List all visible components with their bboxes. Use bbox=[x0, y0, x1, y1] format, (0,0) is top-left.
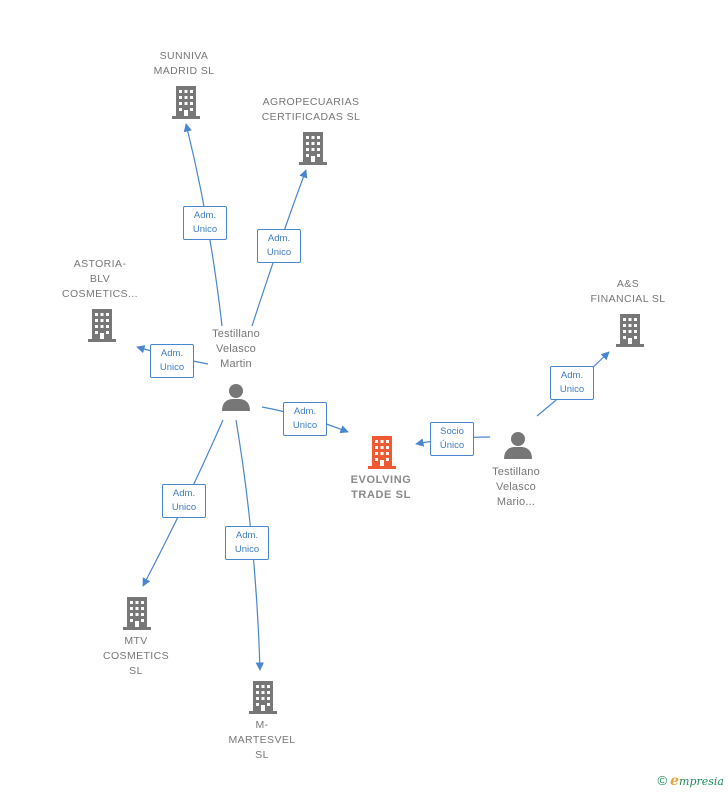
focus-building-icon[interactable] bbox=[366, 434, 398, 470]
edge-label-line: Único bbox=[439, 440, 465, 451]
label-line: Velasco bbox=[496, 481, 536, 493]
label-line: EVOLVING bbox=[350, 474, 412, 486]
edge-label-line: Adm. bbox=[160, 348, 184, 359]
label-line: SL bbox=[129, 665, 143, 677]
edge-label-line: Unico bbox=[159, 362, 185, 373]
edge-label-line: Unico bbox=[559, 384, 585, 395]
building-icon[interactable] bbox=[297, 130, 329, 166]
node-label-sunniva[interactable]: SUNNIVA MADRID SL bbox=[134, 49, 234, 79]
label-line: COSMETICS bbox=[102, 650, 170, 662]
edge-label-line: Adm. bbox=[293, 406, 317, 417]
label-line: TRADE SL bbox=[351, 489, 411, 501]
node-label-evolving[interactable]: EVOLVING TRADE SL bbox=[331, 473, 431, 503]
label-line: Testillano bbox=[212, 328, 260, 340]
label-line: SUNNIVA bbox=[159, 50, 209, 62]
label-line: Testillano bbox=[492, 466, 540, 478]
edge-label-line: Unico bbox=[266, 247, 292, 258]
edge-label-martin-martesvel: Adm. Unico bbox=[225, 526, 269, 560]
brand-initial: e bbox=[670, 773, 680, 789]
label-line: FINANCIAL SL bbox=[590, 293, 666, 305]
label-line: AGROPECUARIAS bbox=[262, 96, 360, 108]
building-icon[interactable] bbox=[121, 595, 153, 631]
edge-label-line: Adm. bbox=[172, 488, 196, 499]
edge-label-line: Unico bbox=[234, 544, 260, 555]
edge-label-line: Unico bbox=[192, 224, 218, 235]
edge-label-martin-agropecuarias: Adm. Unico bbox=[257, 229, 301, 263]
person-icon[interactable] bbox=[502, 430, 534, 460]
node-label-martesvel[interactable]: M- MARTESVEL SL bbox=[212, 718, 312, 763]
edge-label-line: Unico bbox=[292, 420, 318, 431]
person-icon[interactable] bbox=[220, 382, 252, 412]
edge-label-martin-astoria: Adm. Unico bbox=[150, 344, 194, 378]
brand-name: mpresia bbox=[679, 775, 724, 788]
edge-label-line: Socio bbox=[440, 426, 464, 437]
edge-label-line: Adm. bbox=[267, 233, 291, 244]
edge-label-line: Adm. bbox=[193, 210, 217, 221]
label-line: COSMETICS... bbox=[62, 288, 138, 300]
node-label-agropecuarias[interactable]: AGROPECUARIAS CERTIFICADAS SL bbox=[251, 95, 371, 125]
node-label-mtv[interactable]: MTV COSMETICS SL bbox=[86, 634, 186, 679]
label-line: MTV bbox=[124, 635, 148, 647]
edge-label-line: Adm. bbox=[235, 530, 259, 541]
edge-label-mario-evolving: Socio Único bbox=[430, 422, 474, 456]
copyright-icon: © bbox=[657, 773, 668, 788]
label-line: ASTORIA- bbox=[73, 258, 127, 270]
node-label-testillano-mario[interactable]: Testillano Velasco Mario... bbox=[466, 465, 566, 510]
edge-label-line: Adm. bbox=[560, 370, 584, 381]
label-line: A&S bbox=[616, 278, 640, 290]
building-icon[interactable] bbox=[247, 679, 279, 715]
label-line: SL bbox=[255, 749, 269, 761]
brand-footer[interactable]: ©empresia bbox=[658, 773, 724, 789]
label-line: Velasco bbox=[216, 343, 256, 355]
edge-label-line: Unico bbox=[171, 502, 197, 513]
edge-label-martin-mtv: Adm. Unico bbox=[162, 484, 206, 518]
node-label-astoria[interactable]: ASTORIA- BLV COSMETICS... bbox=[50, 257, 150, 302]
edge-label-martin-sunniva: Adm. Unico bbox=[183, 206, 227, 240]
node-label-testillano-martin[interactable]: Testillano Velasco Martin bbox=[186, 327, 286, 372]
label-line: Mario... bbox=[496, 496, 536, 508]
label-line: MARTESVEL bbox=[228, 734, 296, 746]
label-line: BLV bbox=[89, 273, 111, 285]
label-line: Martin bbox=[220, 358, 252, 370]
label-line: MADRID SL bbox=[153, 65, 215, 77]
label-line: M- bbox=[255, 719, 269, 731]
edge-label-martin-evolving: Adm. Unico bbox=[283, 402, 327, 436]
node-label-as-financial[interactable]: A&S FINANCIAL SL bbox=[578, 277, 678, 307]
building-icon[interactable] bbox=[170, 84, 202, 120]
brand-logo: empresia bbox=[670, 773, 724, 789]
building-icon[interactable] bbox=[614, 312, 646, 348]
edge-label-mario-as-financial: Adm. Unico bbox=[550, 366, 594, 400]
label-line: CERTIFICADAS SL bbox=[261, 111, 361, 123]
building-icon[interactable] bbox=[86, 307, 118, 343]
